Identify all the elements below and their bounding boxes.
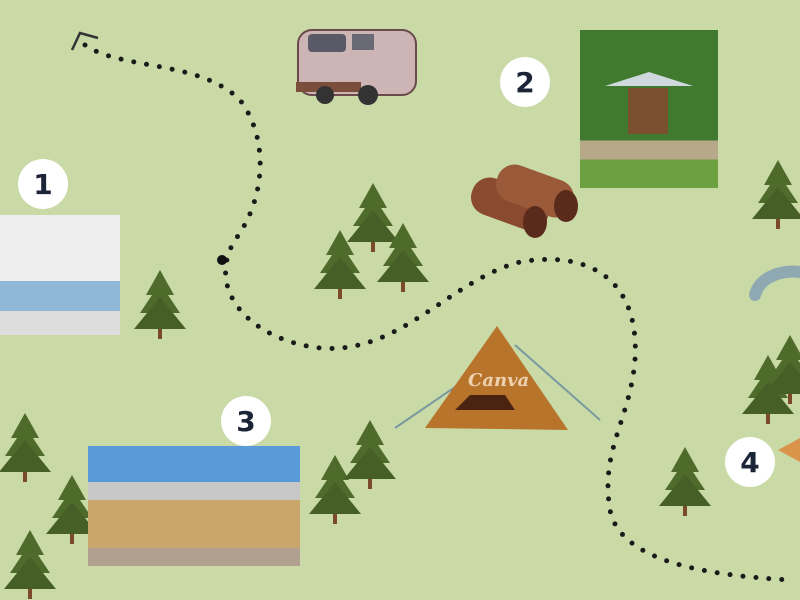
location-2-photo-kiosk — [580, 30, 718, 188]
river-segment — [749, 265, 800, 301]
binoculars-icon — [470, 164, 578, 238]
trail-waypoint — [217, 255, 227, 265]
pine-tree-icon — [344, 420, 396, 489]
pine-tree-icon — [314, 230, 366, 299]
location-3-photo-pavilion — [88, 446, 300, 566]
location-1-photo-tent-structure — [0, 215, 120, 335]
marker-label: 2 — [515, 65, 535, 99]
pine-tree-icon — [309, 455, 361, 524]
trail-start-arrow-icon — [70, 31, 99, 51]
pine-tree-icon — [46, 475, 98, 544]
pine-tree-icon — [377, 223, 429, 292]
marker-label: 3 — [236, 404, 256, 438]
pine-tree-icon — [347, 183, 399, 252]
pine-tree-icon — [752, 160, 800, 229]
marker-4[interactable]: 4 — [725, 437, 775, 487]
dotted-trail — [82, 42, 793, 583]
marker-2[interactable]: 2 — [500, 57, 550, 107]
marker-label: 4 — [740, 445, 760, 479]
location-4-building-icon — [778, 438, 800, 462]
marker-label: 1 — [33, 167, 53, 201]
marker-3[interactable]: 3 — [221, 396, 271, 446]
tent-icon — [394, 326, 601, 430]
pine-tree-icon — [134, 270, 186, 339]
camper-van-icon — [296, 29, 417, 105]
pine-tree-icon — [659, 447, 711, 516]
pine-tree-icon — [764, 335, 800, 404]
pine-tree-icon — [0, 413, 51, 482]
marker-1[interactable]: 1 — [18, 159, 68, 209]
watermark: Canva — [468, 370, 530, 391]
pine-tree-icon — [4, 530, 56, 599]
